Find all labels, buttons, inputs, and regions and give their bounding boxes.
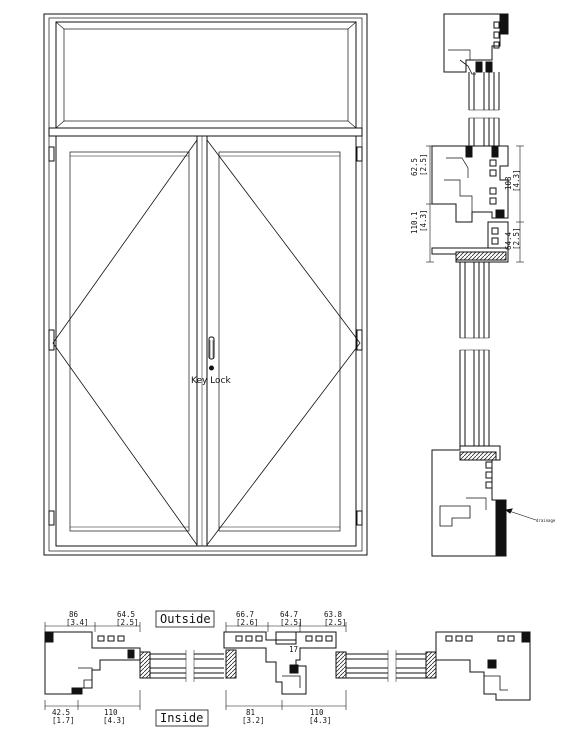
sash-head-profile	[431, 221, 509, 263]
vertical-dimension-labels: 62.5 [2.5] 108 [4.3] 110.1 [4.3] 64.4 [2…	[410, 153, 521, 250]
dim-86: 86	[69, 610, 79, 619]
outer-frame	[43, 13, 368, 556]
dim-81: 81	[246, 708, 255, 717]
dim-63-8: 63.8	[324, 610, 343, 619]
hinge-right-top	[356, 146, 363, 162]
dim-110-left-inch: [4.3]	[103, 716, 126, 725]
dim-110-right-inch: [4.3]	[309, 716, 332, 725]
dim-81-inch: [3.2]	[242, 716, 265, 725]
right-leaf-swing-lines	[206, 139, 361, 546]
drainage-callout: drainage	[536, 518, 556, 523]
glass-right-section	[346, 650, 437, 682]
dim-86-inch: [3.4]	[66, 618, 89, 627]
dim-64-5: 64.5	[117, 610, 135, 619]
handle-icon	[208, 336, 215, 371]
hinge-left-mid	[48, 329, 55, 351]
transom-bar-profile	[431, 145, 509, 223]
outside-label-box: Outside	[155, 610, 215, 628]
inside-label: Inside	[160, 711, 203, 725]
outside-label: Outside	[160, 612, 211, 626]
left-jamb-profile	[44, 631, 141, 695]
horizontal-dimension-labels: 86 [3.4] 64.5 [2.5] 66.7 [2.6] 64.7 [2.5…	[52, 610, 347, 725]
horizontal-section	[44, 631, 531, 701]
dim-66-7: 66.7	[236, 610, 254, 619]
vertical-section	[431, 13, 537, 557]
head-profile	[443, 13, 509, 75]
dim-108: 108	[504, 176, 513, 190]
dim-62-5: 62.5	[410, 158, 419, 176]
hinge-left-bottom	[48, 510, 55, 526]
transom-sash	[55, 21, 357, 129]
sill-profile	[431, 445, 507, 557]
left-leaf-swing-lines	[52, 139, 198, 546]
door-elevation	[43, 13, 368, 556]
dim-110-1-inch: [4.3]	[419, 209, 428, 232]
dim-66-7-inch: [2.6]	[236, 618, 259, 627]
dim-42-5: 42.5	[52, 708, 70, 717]
dim-63-8-inch: [2.5]	[324, 618, 347, 627]
left-leaf-glass	[69, 151, 190, 532]
inside-label-box: Inside	[155, 709, 209, 727]
dim-108-inch: [4.3]	[512, 169, 521, 192]
dim-64-7-inch: [2.5]	[280, 618, 303, 627]
key-lock-label: Key Lock	[191, 376, 231, 386]
hinge-left-top	[48, 146, 55, 162]
transom-glass-section	[468, 72, 500, 146]
meeting-stile-profile	[223, 631, 347, 695]
hinge-right-bottom	[356, 510, 363, 526]
dim-64-4: 64.4	[504, 231, 513, 250]
dim-64-7: 64.7	[280, 610, 298, 619]
right-jamb-profile	[435, 631, 531, 701]
dim-64-4-inch: [2.5]	[512, 227, 521, 250]
dim-110-1: 110.1	[410, 211, 419, 234]
right-leaf	[206, 135, 357, 547]
transom-glass	[63, 28, 349, 122]
dim-64-5-inch: [2.5]	[116, 618, 139, 627]
dim-110-right: 110	[310, 708, 324, 717]
left-leaf	[55, 135, 198, 547]
vertical-dimension-lines	[426, 145, 524, 263]
dim-110-left: 110	[104, 708, 118, 717]
dim-42-5-inch: [1.7]	[52, 716, 75, 725]
dim-62-5-inch: [2.5]	[419, 153, 428, 176]
right-leaf-glass	[218, 151, 341, 532]
transom-bar	[48, 127, 363, 137]
dim-center-mark: 17	[289, 645, 298, 654]
leaf-glass-section	[459, 262, 490, 446]
outer-frame-inner	[48, 17, 363, 552]
horizontal-dimension-lines	[44, 622, 347, 710]
hinge-right-mid	[356, 329, 363, 351]
glass-left-section	[139, 650, 224, 682]
